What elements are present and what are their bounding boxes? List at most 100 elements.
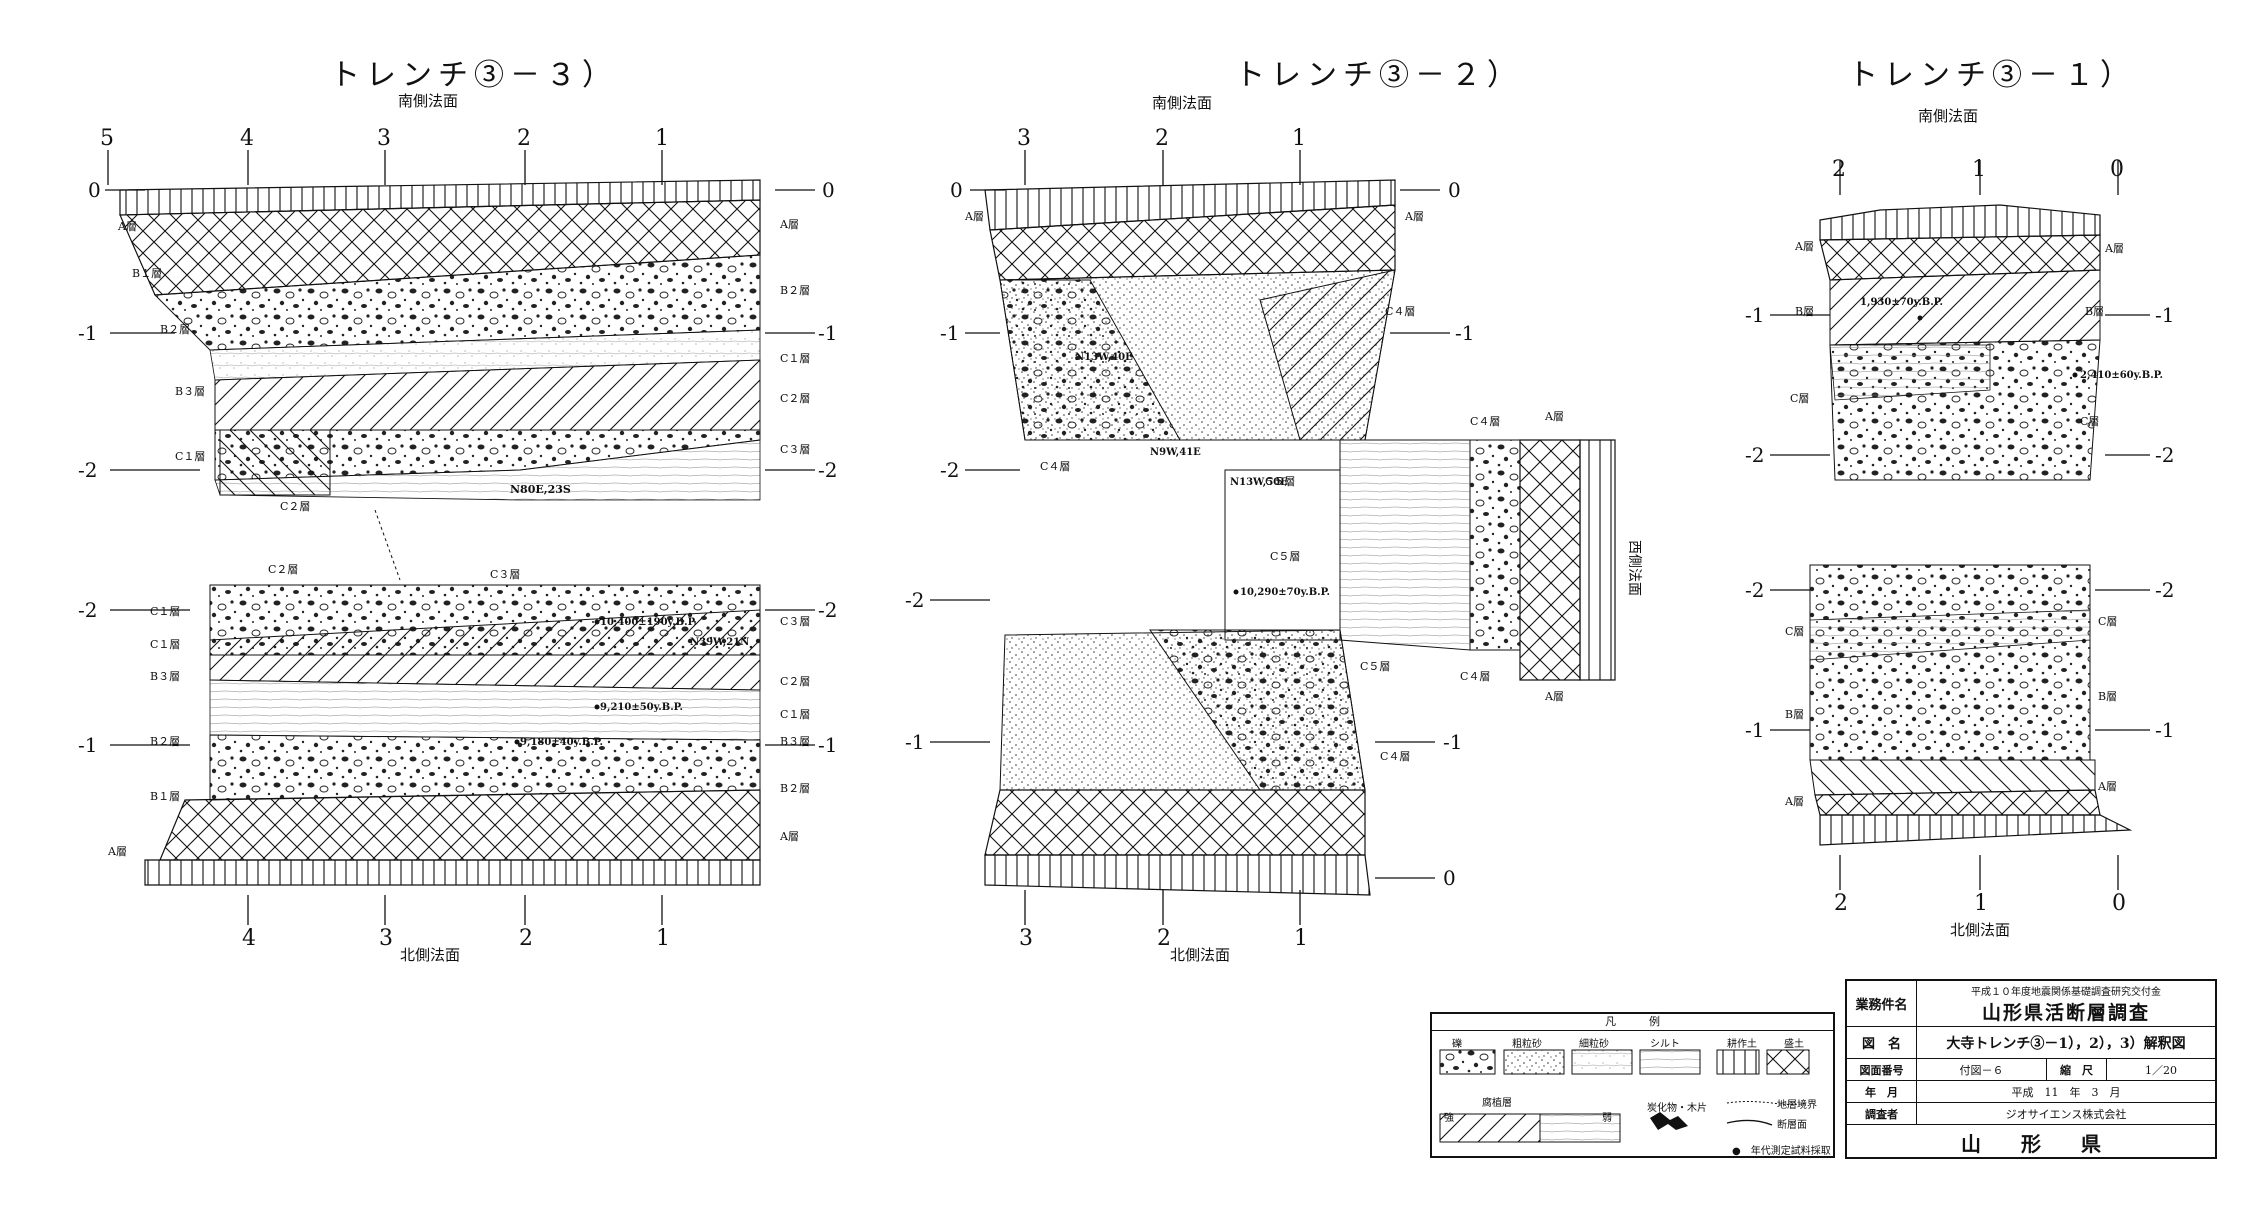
tb-project-name: 山形県活断層調査 [1981, 1001, 2150, 1024]
t31-layer-b-left: B層 [1795, 305, 1814, 318]
t33-depth-1-left: -1 [78, 321, 97, 345]
t32-ticks-bottom [1024, 890, 1301, 925]
legend-humic-label: 腐植層 [1482, 1098, 1512, 1109]
legend-fine-sand-label: 細粒砂 [1579, 1039, 1609, 1050]
t31-date-1930: 1,930±70y.B.P. [1860, 297, 1943, 308]
t31-ticks-bottom [1839, 855, 2119, 890]
t31-top-tick-1: 1 [1972, 157, 1986, 182]
t33-lower-c2-right: C２層 [780, 675, 810, 688]
legend-fill-label: 盛土 [1784, 1039, 1804, 1050]
t33-lower-b2-left: B２層 [150, 735, 180, 748]
trench-3-3-south-face: 南側法面 [398, 92, 459, 110]
legend-coarse-sand-label: 粗粒砂 [1512, 1039, 1542, 1050]
t31-layer-a-left: A層 [1794, 240, 1814, 253]
t32-strike-dip-2: N9W,41E [1150, 447, 1201, 458]
t33-sample-dot-3 [514, 739, 520, 745]
t33-layer-c3-right: C３層 [780, 443, 810, 456]
t33-lower-c2-top: C２層 [268, 563, 298, 576]
t32-north-face-label: 北側法面 [1170, 946, 1230, 964]
t31-sample-dot-2 [2072, 372, 2078, 378]
t32-lower-depth-0-right: 0 [1443, 866, 1456, 890]
tb-drawing-label: 図 名 [1847, 1027, 1917, 1058]
t33-lower-c1-right: C１層 [780, 708, 810, 721]
trench-3-3-north-section [144, 584, 761, 886]
t33-lower-c1b-left: C１層 [150, 638, 180, 651]
t31-lower-depth-1-left: -1 [1745, 718, 1764, 742]
trench-3-1-north-section [1809, 564, 2133, 846]
legend-silt-label: シルト [1650, 1039, 1680, 1050]
legend-gravel-label: 礫 [1452, 1039, 1462, 1050]
t33-bottom-tick-3: 3 [379, 926, 393, 951]
t32-bottom-tick-1: 1 [1294, 926, 1308, 951]
t31-layer-c-left: C層 [1790, 392, 1809, 405]
t32-top-tick-2: 2 [1155, 126, 1169, 151]
t32-lower-depth-2-left: -2 [905, 588, 924, 612]
t32-date-10290: 10,290±70y.B.P. [1240, 587, 1330, 598]
t33-layer-a-left: A層 [117, 220, 137, 233]
t33-bottom-tick-4: 4 [242, 926, 256, 951]
t33-lower-b3-right: B３層 [780, 735, 810, 748]
trench-3-1-south-section [1819, 204, 2101, 481]
t33-lower-b2-right: B２層 [780, 782, 810, 795]
trench-3-3-ticks-top [107, 150, 663, 185]
t32-layer-c5-right: C５層 [1265, 475, 1295, 488]
t33-depth-1-right: -1 [818, 321, 837, 345]
t33-bottom-tick-2: 2 [519, 926, 533, 951]
tb-date-row: 年 月 平成 11 年 3 月 [1847, 1081, 2215, 1103]
t31-lower-depth-lines [1770, 589, 2150, 731]
trench-3-2-south-section [984, 179, 1396, 441]
t31-lower-b-right: B層 [2098, 690, 2117, 703]
t32-west-a-bottom: A層 [1544, 690, 1564, 703]
legend-swatches [1439, 1049, 1810, 1143]
t32-west-c4-bottom: C４層 [1460, 670, 1490, 683]
t31-lower-depth-1-right: -1 [2155, 718, 2174, 742]
tb-number: 付図－６ [1917, 1059, 2047, 1080]
t33-lower-b1-left: B１層 [150, 790, 180, 803]
t32-top-tick-1: 1 [1292, 126, 1306, 151]
tb-date-label: 年 月 [1847, 1081, 1917, 1102]
t33-layer-a-right: A層 [779, 218, 799, 231]
t32-west-c4-top: C４層 [1470, 415, 1500, 428]
t33-depth-2-left: -2 [78, 458, 97, 482]
t32-depth-0-left: 0 [950, 178, 963, 202]
t32-depth-1-right: -1 [1455, 321, 1474, 345]
tb-scale-label: 縮 尺 [2047, 1059, 2107, 1080]
t33-lower-depth-2-right: -2 [818, 598, 837, 622]
t33-sample-dot-1 [594, 619, 600, 625]
trench-3-3-title: トレンチ③－３） [330, 58, 618, 93]
t32-strike-dip-3: N13W,50E [1230, 477, 1288, 488]
tb-date: 平成 11 年 3 月 [2011, 1085, 2121, 1099]
legend-header: 凡 例 [1432, 1014, 1833, 1031]
t33-ticks-bottom [247, 895, 663, 925]
t33-depth-0-left: 0 [88, 178, 101, 202]
t33-lower-depth-lines [110, 609, 815, 746]
tb-drawing-name: 大寺トレンチ③－1），2），3）解釈図 [1946, 1035, 2186, 1052]
t32-sample-dot [1233, 589, 1239, 595]
legend-charcoal-label: 炭化物・木片 [1647, 1103, 1707, 1114]
t31-depth-1-left: -1 [1745, 303, 1764, 327]
legend-strong-label: 強 [1444, 1113, 1454, 1124]
t33-top-tick-4: 4 [240, 126, 254, 151]
t31-layer-c-right: C層 [2080, 415, 2099, 428]
t33-lower-c3-right: C３層 [780, 615, 810, 628]
tb-drawing-row: 図 名 大寺トレンチ③－1），2），3）解釈図 [1847, 1027, 2215, 1059]
t33-date-9180: 9,180±40y.B.P. [520, 737, 603, 748]
t33-depth-0-right: 0 [822, 178, 835, 202]
t32-depth-2-left: -2 [940, 458, 959, 482]
t33-layer-b3-left: B３層 [175, 385, 205, 398]
tb-scale: 1／20 [2145, 1063, 2177, 1077]
trench-3-2-west-section [1224, 439, 1616, 681]
t33-layer-c1-left: C１層 [175, 450, 205, 463]
t33-depth-lines [105, 189, 815, 471]
t31-layer-a-right: A層 [2104, 242, 2124, 255]
t33-depth-2-right: -2 [818, 458, 837, 482]
tb-project-sub: 平成１０年度地震関係基礎調査研究交付金 [1971, 986, 2161, 998]
trench-3-2-title: トレンチ③－２） [1235, 58, 1523, 93]
tb-surveyor-row: 調査者 ジオサイエンス株式会社 [1847, 1103, 2215, 1125]
t32-bottom-tick-2: 2 [1157, 926, 1171, 951]
t33-layer-c2-right: C２層 [780, 392, 810, 405]
t33-correlation-line [374, 509, 401, 581]
t31-depth-1-right: -1 [2155, 303, 2174, 327]
t31-lower-a-left: A層 [1784, 795, 1804, 808]
